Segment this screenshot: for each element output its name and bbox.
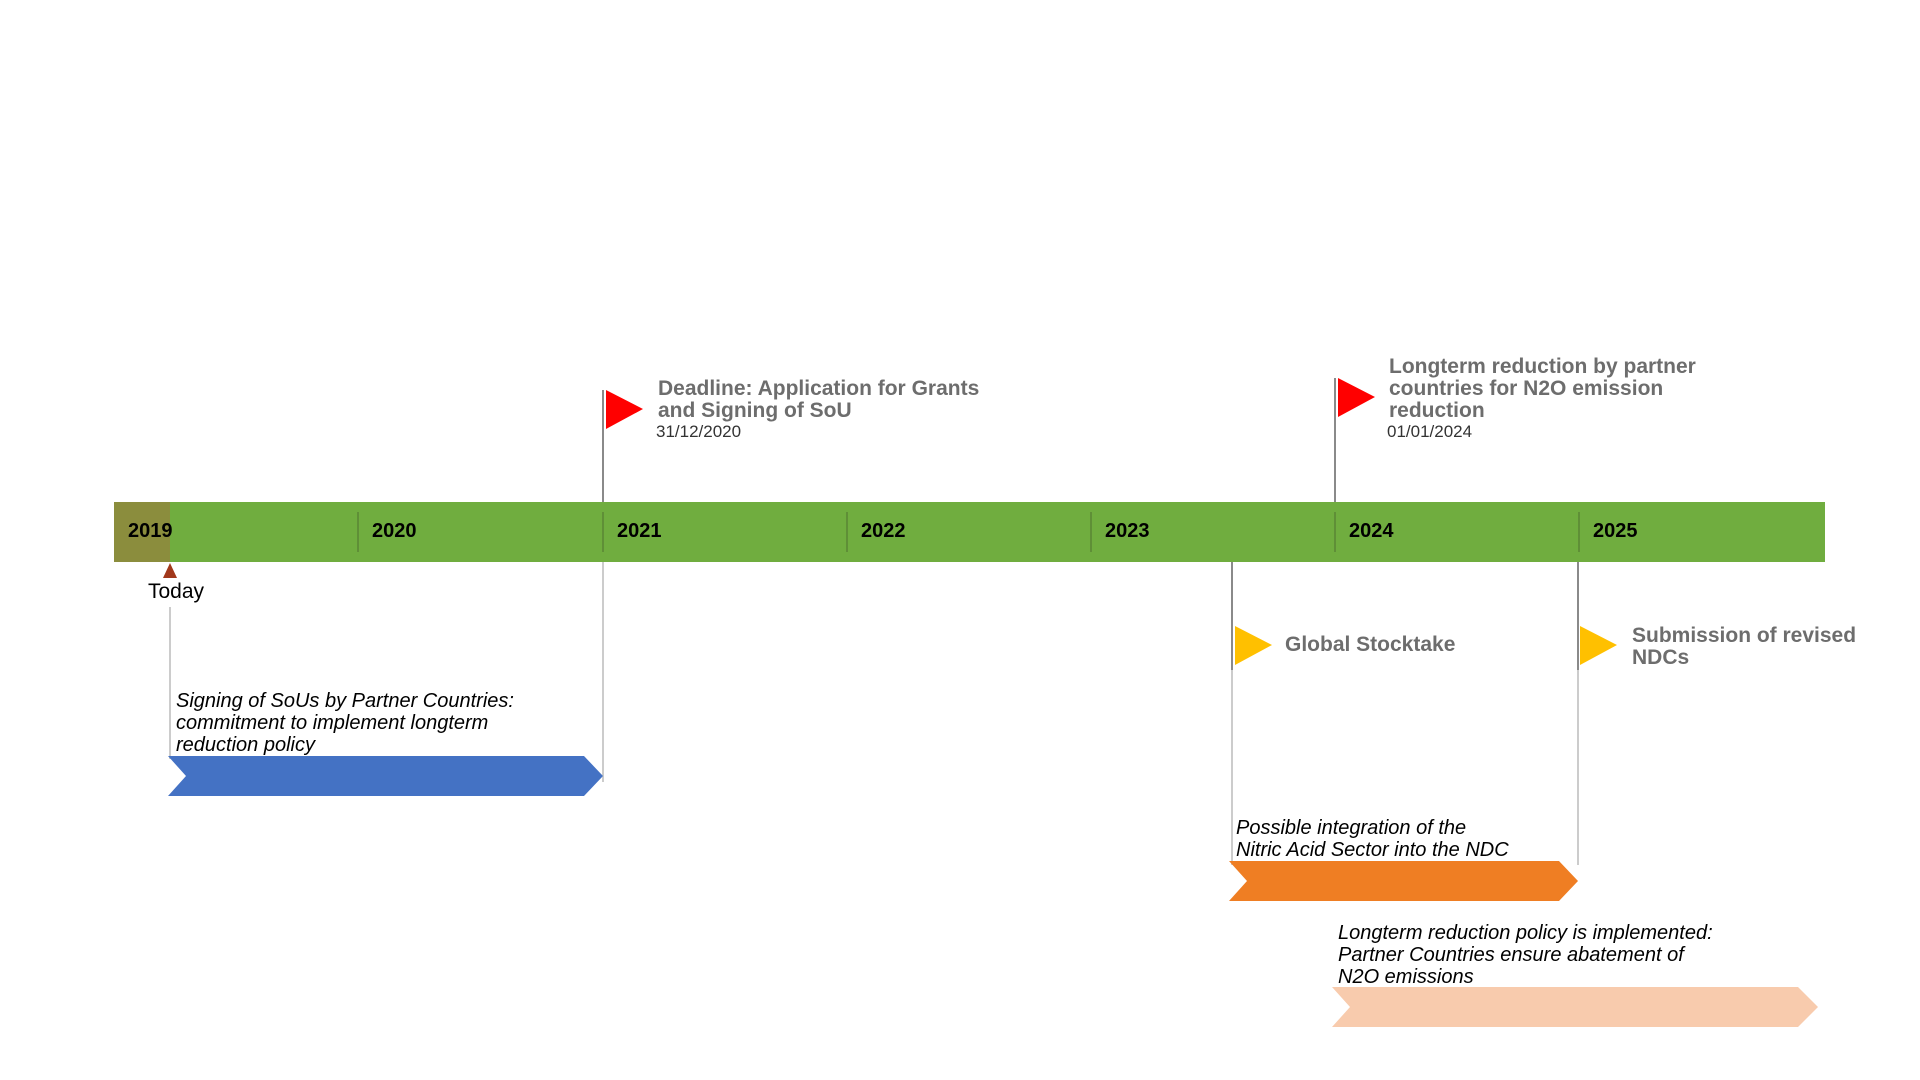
task-1-label: Signing of SoUs by Partner Countries: co… xyxy=(176,690,514,756)
task-2-end-connector-line xyxy=(1577,670,1579,865)
milestone-1-pole xyxy=(602,390,604,502)
year-label-2020: 2020 xyxy=(372,520,417,542)
milestone-1-date: 31/12/2020 xyxy=(656,422,742,441)
year-label-2023: 2023 xyxy=(1105,520,1150,542)
milestone-2-title: Longterm reduction by partner countries … xyxy=(1389,355,1696,422)
today-marker-icon xyxy=(163,563,177,578)
year-label-2019: 2019 xyxy=(128,520,173,542)
task-1-end-connector-line xyxy=(602,562,604,782)
year-label-2025: 2025 xyxy=(1593,520,1638,542)
red-flag-icon xyxy=(606,390,643,429)
milestone-2-pole xyxy=(1334,378,1336,502)
year-divider xyxy=(1090,512,1092,552)
year-label-2022: 2022 xyxy=(861,520,906,542)
today-shade xyxy=(114,502,170,562)
task-3-bar xyxy=(1332,987,1818,1027)
today-connector-line xyxy=(169,607,171,759)
yellow-flag-icon xyxy=(1235,626,1272,665)
milestone-3-pole xyxy=(1231,562,1233,670)
task-3-label: Longterm reduction policy is implemented… xyxy=(1338,922,1713,988)
milestone-4-pole xyxy=(1577,562,1579,670)
task-2-label: Possible integration of the Nitric Acid … xyxy=(1236,817,1509,861)
year-label-2021: 2021 xyxy=(617,520,662,542)
today-label: Today xyxy=(148,580,205,603)
milestone-4-title: Submission of revised NDCs xyxy=(1632,624,1857,669)
task-2-start-connector-line xyxy=(1231,670,1233,865)
year-divider xyxy=(846,512,848,552)
year-divider xyxy=(602,512,604,552)
year-divider xyxy=(357,512,359,552)
yellow-flag-icon xyxy=(1580,626,1617,665)
milestone-3-title: Global Stocktake xyxy=(1285,633,1456,656)
timeline-bar xyxy=(114,502,1825,562)
task-2-bar xyxy=(1229,861,1578,901)
year-divider xyxy=(1578,512,1580,552)
task-1-bar xyxy=(168,756,603,796)
year-label-2024: 2024 xyxy=(1349,520,1394,542)
milestone-1-title: Deadline: Application for Grants and Sig… xyxy=(658,377,980,422)
milestone-2-date: 01/01/2024 xyxy=(1387,422,1473,441)
year-divider xyxy=(1334,512,1336,552)
red-flag-icon xyxy=(1338,378,1375,417)
